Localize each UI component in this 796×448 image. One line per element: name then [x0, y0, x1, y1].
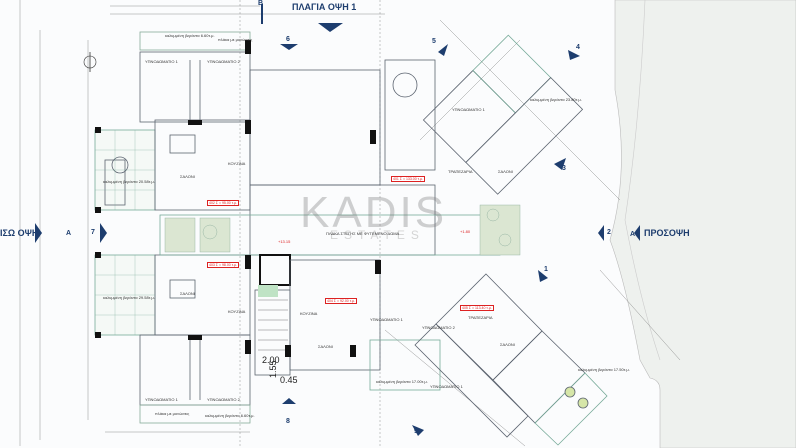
unit-tag-402: 402 Σ = 95.00 τ.μ. — [207, 200, 240, 207]
level-marker-2: +1.80 — [460, 229, 471, 234]
section-3: 3 — [562, 165, 566, 172]
section-1: 1 — [544, 266, 548, 273]
elevation-front: ΠΡΟΣΟΨΗ — [644, 228, 690, 238]
living-404: ΣΑΛΟΝΙ — [318, 344, 333, 349]
veranda-left-top: καλυμμένη βεράντα 20.58τ.μ. — [103, 179, 155, 184]
kitchen-403: ΚΟΥΖΙΝΑ — [228, 309, 246, 314]
center-core — [159, 59, 501, 391]
planters — [164, 204, 521, 256]
bedroom-2-top: ΥΠΝΟΔΩΜΑΤΙΟ 2 — [207, 59, 240, 64]
section-a-left: A — [66, 230, 72, 237]
veranda-left-bottom: καλυμμένη βεράντα 29.58τ.μ. — [103, 295, 155, 300]
unit-tag-403: 403 Σ = 98.00 τ.μ. — [207, 262, 240, 269]
elevation-side-1: ΠΛΑΓΙΑ ΟΨΗ 1 — [292, 2, 357, 12]
living-402: ΣΑΛΟΝΙ — [180, 174, 195, 179]
section-arrows — [35, 4, 640, 436]
unit-tag-405: 405 Σ = 113.40 τ.μ. — [460, 305, 494, 312]
level-marker-1: +13.15 — [278, 239, 291, 244]
kitchen-404: ΚΟΥΖΙΝΑ — [300, 311, 318, 316]
unit-tag-404: 404 Σ = 92.00 τ.μ. — [325, 298, 358, 305]
watermark-sub: ESTATES — [330, 228, 425, 242]
bedroom-2-bottom: ΥΠΝΟΔΩΜΑΤΙΟ 2 — [207, 397, 240, 402]
corridor-label: ΠΛΑΚΑ ΣΤΕΓΗΣ ΜΕ ΦΥΤΕΜΕΝΟ ΔΩΜΑ — [326, 231, 400, 236]
section-4: 4 — [576, 44, 580, 51]
elevation-rear: ΙΣΩ ΟΨΗ — [0, 228, 39, 238]
section-8: 8 — [286, 418, 290, 425]
bedroom-404: ΥΠΝΟΔΩΜΑΤΙΟ 1 — [370, 317, 403, 322]
plot-area — [609, 0, 796, 448]
dimension-1-55: 1.55 — [268, 360, 278, 378]
veranda-right-top: καλυμμένη βεράντα 23.80τ.μ. — [530, 97, 582, 102]
green-patch — [258, 285, 278, 297]
section-2: 2 — [607, 229, 611, 236]
dimension-0-45: 0.45 — [280, 375, 298, 385]
section-b: B — [258, 0, 264, 7]
veranda-right-bottom: καλυμμένη βεράντα 17.50τ.μ. — [578, 367, 630, 372]
bedroom-1-top: ΥΠΝΟΔΩΜΑΤΙΟ 1 — [145, 59, 178, 64]
section-7: 7 — [91, 229, 95, 236]
slab-bottom: πλάκα με μονώσεις — [155, 411, 190, 416]
section-5: 5 — [432, 38, 436, 45]
dimension-2-00: 2.00 — [262, 355, 280, 365]
watermark: KADIS — [300, 188, 448, 237]
section-6: 6 — [286, 36, 290, 43]
terrace-grid — [95, 130, 155, 335]
section-9: 9 — [414, 428, 418, 435]
dining-401: ΤΡΑΠΕΖΑΡΙΑ — [448, 169, 473, 174]
bedroom-1-bottom: ΥΠΝΟΔΩΜΑΤΙΟ 1 — [145, 397, 178, 402]
right-wing-top — [422, 34, 584, 195]
right-wing-bottom — [414, 273, 608, 446]
bedroom-2-405: ΥΠΝΟΔΩΜΑΤΙΟ 2 — [422, 325, 455, 330]
slab-top: πλάκα με μονώσεις — [218, 37, 253, 42]
section-a-right: A — [630, 231, 636, 238]
veranda-center-bottom: καλυμμένη βεράντα 17.00τ.μ. — [376, 379, 428, 384]
living-403: ΣΑΛΟΝΙ — [180, 291, 195, 296]
wall-columns — [95, 40, 381, 357]
unit-tag-401: 401 Σ = 133.00 τ.μ. — [391, 176, 425, 183]
living-405: ΣΑΛΟΝΙ — [500, 342, 515, 347]
living-401: ΣΑΛΟΝΙ — [498, 169, 513, 174]
dining-405: ΤΡΑΠΕΖΑΡΙΑ — [468, 315, 493, 320]
bedroom-401: ΥΠΝΟΔΩΜΑΤΙΟ 1 — [452, 107, 485, 112]
veranda-bottom: καλυμμένη βεράντα 6.60τ.μ. — [205, 413, 255, 418]
bedroom-1-405: ΥΠΝΟΔΩΜΑΤΙΟ 1 — [430, 384, 463, 389]
veranda-top: καλυμμένη βεράντα 6.60τ.μ. — [165, 33, 215, 38]
stairs — [258, 299, 288, 351]
kitchen-402: ΚΟΥΖΙΝΑ — [228, 161, 246, 166]
dimension-lines — [19, 0, 681, 447]
